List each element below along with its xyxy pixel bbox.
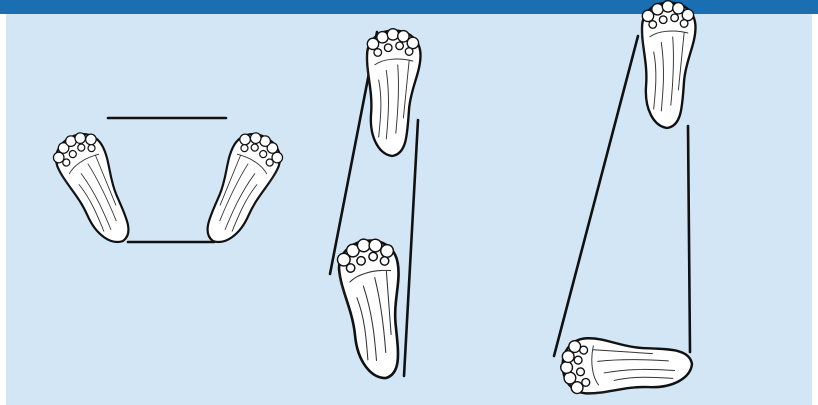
left-foot-icon (46, 124, 146, 252)
foot-pair-quadrilateral (46, 118, 289, 252)
sideways-foot-icon (560, 335, 693, 396)
foot-pair-parallelogram (330, 29, 421, 383)
forward-foot-icon (641, 1, 695, 128)
foot-pair-triangle (554, 1, 696, 396)
right-foot-icon (190, 124, 290, 252)
upper-foot-icon (366, 29, 420, 156)
